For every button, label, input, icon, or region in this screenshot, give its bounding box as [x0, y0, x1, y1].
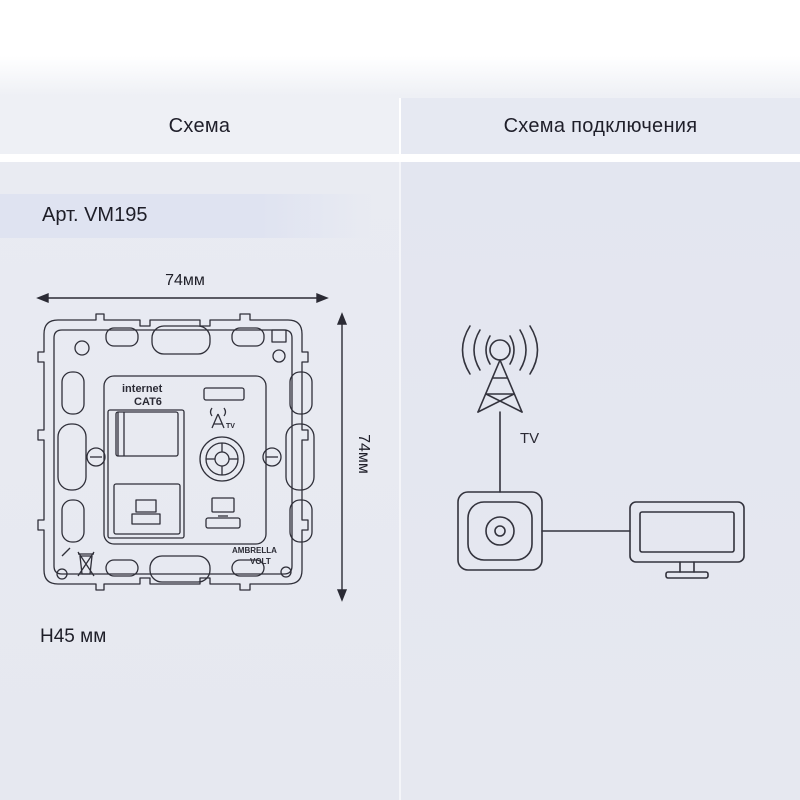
band-gap: [0, 154, 800, 162]
connection-panel: [401, 162, 800, 800]
article-bar: [0, 194, 372, 238]
header-scheme-title: Схема: [168, 114, 231, 137]
header-bar: Схема Схема подключения: [0, 98, 800, 154]
scheme-panel: [0, 162, 399, 800]
header-scheme: Схема: [0, 98, 399, 154]
depth-label: H45 мм: [40, 626, 107, 647]
header-divider: [399, 98, 401, 154]
panel-divider: [399, 162, 401, 800]
height-dimension-label: 74мм: [355, 434, 372, 474]
header-connection-scheme: Схема подключения: [401, 98, 800, 154]
width-dimension-label: 74мм: [165, 272, 205, 289]
article-label: Арт. VM195: [42, 204, 148, 226]
connection-tv-label: TV: [520, 430, 540, 447]
header-connection-title: Схема подключения: [503, 114, 698, 137]
